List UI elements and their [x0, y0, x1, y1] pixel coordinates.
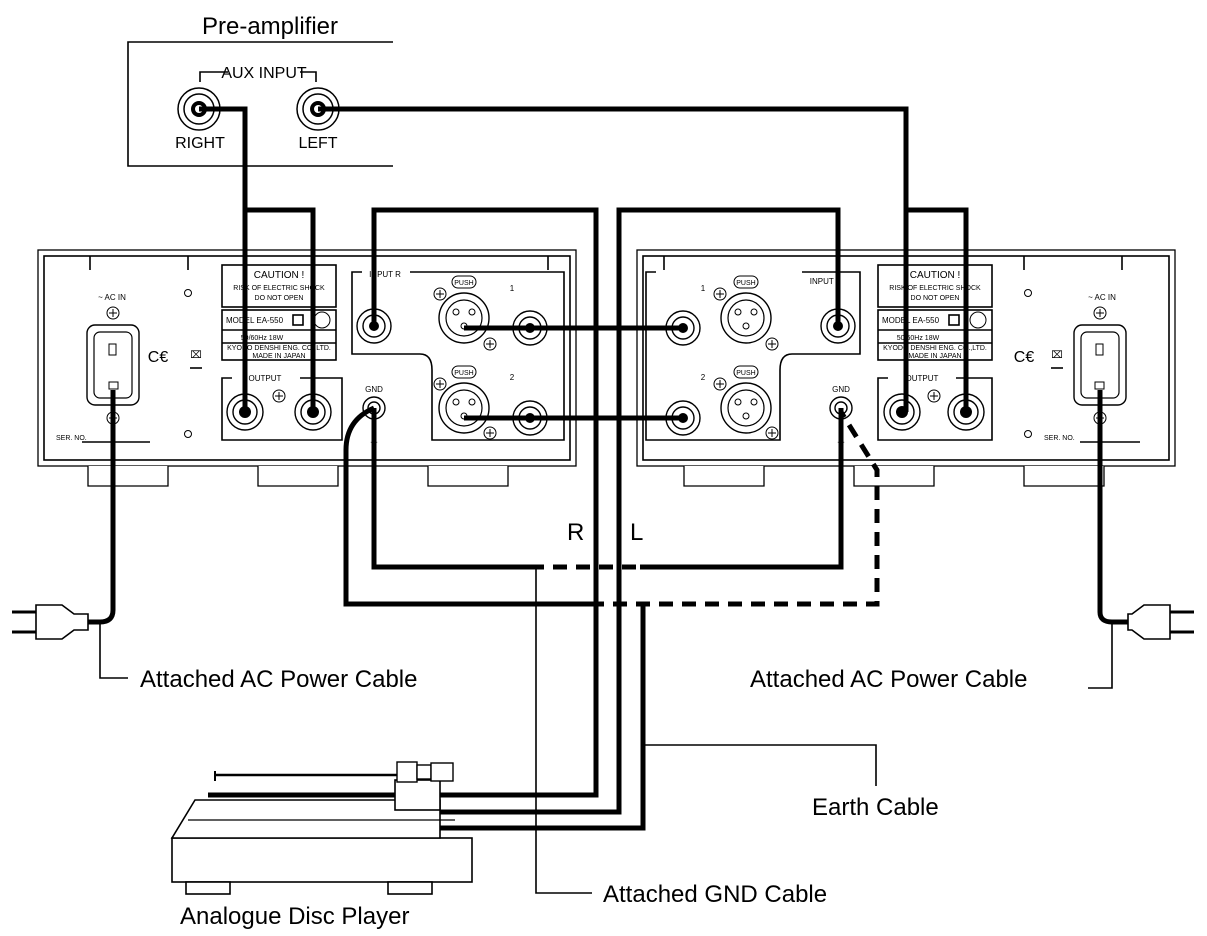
maker-label: KYODO DENSHI ENG. CO.,LTD. [883, 345, 987, 352]
preamp-outline [127, 41, 393, 167]
output-jack-1[interactable] [883, 393, 921, 431]
ac-in-label: ~ AC IN [1088, 293, 1116, 302]
screw-icon [483, 337, 497, 351]
signal-cable-left [318, 106, 909, 412]
caution-title: CAUTION ! [910, 270, 961, 281]
phono-cable-left [208, 207, 841, 815]
power-rating: 50/60Hz 18W [897, 335, 940, 342]
gnd-label: GND [365, 385, 383, 394]
caution-line1: RISK OF ELECTRIC SHOCK [889, 285, 981, 292]
made-in-label: MADE IN JAPAN [908, 353, 961, 360]
disc-player-label: Analogue Disc Player [180, 903, 409, 930]
push-label: PUSH [454, 280, 473, 287]
input-1-label: 1 [701, 284, 706, 293]
amp-right-feet [87, 466, 509, 487]
signal-cable-right [199, 106, 248, 412]
screw-icon [433, 377, 447, 391]
screw-icon [765, 337, 779, 351]
aux-input-label: AUX INPUT [221, 65, 307, 82]
made-in-label: MADE IN JAPAN [252, 353, 305, 360]
caution-line2: DO NOT OPEN [911, 295, 960, 302]
amp-right-channel: ~ AC IN SER. NO. C€ ⌧ CAUTION ! RISK OF … [37, 249, 577, 487]
screw-icon [106, 306, 120, 320]
caution-line1: RISK OF ELECTRIC SHOCK [233, 285, 325, 292]
ac-inlet[interactable] [1073, 324, 1127, 406]
input-r-label: INPUT R [369, 270, 401, 279]
screw-icon [765, 426, 779, 440]
ac-in-label: ~ AC IN [98, 293, 126, 302]
caution-title: CAUTION ! [254, 270, 305, 281]
push-label: PUSH [736, 280, 755, 287]
screw-icon [927, 389, 941, 403]
earth-cable-label: Earth Cable [812, 794, 939, 821]
ac-plug-left-icon [12, 604, 89, 640]
xlr-jack-1[interactable]: PUSH [720, 275, 772, 344]
input-2-label: 2 [701, 373, 706, 382]
channel-l-label: L [630, 519, 643, 546]
model-label: MODEL EA-550 [226, 316, 284, 325]
aux-left-label: LEFT [298, 135, 337, 152]
gnd-cable [535, 567, 592, 894]
preamp: Pre-amplifier AUX INPUT RIGHT LEFT [127, 13, 393, 167]
phono-cable-right [208, 207, 599, 798]
screw-icon [433, 287, 447, 301]
weee-icon: ⌧ [1051, 350, 1063, 361]
screw-icon [713, 377, 727, 391]
screw-icon [483, 426, 497, 440]
input-l-label: INPUT L [810, 277, 841, 286]
ser-no-label: SER. NO. [1044, 435, 1075, 442]
ac-plug-right-icon [1127, 604, 1194, 640]
output-label: OUTPUT [249, 374, 282, 383]
ac-cable-right-label: Attached AC Power Cable [750, 666, 1028, 693]
ce-mark-icon: C€ [148, 349, 169, 366]
gnd-cable-label: Attached GND Cable [603, 881, 827, 908]
power-rating: 50/60Hz 18W [241, 335, 284, 342]
input-1-label: 1 [510, 284, 515, 293]
input-2-label: 2 [510, 373, 515, 382]
gnd-label: GND [832, 385, 850, 394]
weee-icon: ⌧ [190, 350, 202, 361]
channel-r-label: R [567, 519, 584, 546]
ce-mark-icon: C€ [1014, 349, 1035, 366]
screw-icon [1093, 306, 1107, 320]
preamp-title: Pre-amplifier [202, 13, 338, 40]
caution-line2: DO NOT OPEN [255, 295, 304, 302]
xlr-jack-2[interactable]: PUSH [720, 365, 772, 434]
model-label: MODEL EA-550 [882, 316, 940, 325]
screw-icon [713, 287, 727, 301]
turntable-icon [170, 761, 473, 895]
aux-right-label: RIGHT [175, 135, 225, 152]
ac-cable-left-label: Attached AC Power Cable [140, 666, 418, 693]
amp-left-feet [683, 466, 1105, 487]
screw-icon [272, 389, 286, 403]
push-label: PUSH [736, 370, 755, 377]
ser-no-label: SER. NO. [56, 435, 87, 442]
push-label: PUSH [454, 370, 473, 377]
maker-label: KYODO DENSHI ENG. CO.,LTD. [227, 345, 331, 352]
output-label: OUTPUT [906, 374, 939, 383]
